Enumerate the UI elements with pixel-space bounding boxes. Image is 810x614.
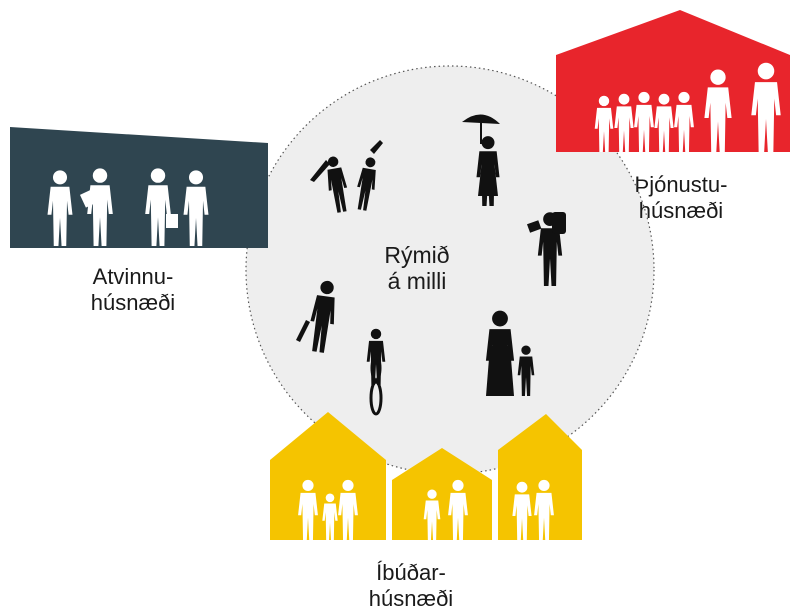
cyclist-icon xyxy=(366,328,386,416)
mother-and-child-icon xyxy=(485,310,535,396)
woman-with-umbrella-icon xyxy=(462,114,500,206)
work-zone-label: Atvinnu- húsnæði xyxy=(58,264,208,316)
service-zone-label-line2: húsnæði xyxy=(638,198,724,223)
runner-icon xyxy=(296,279,340,354)
work-building xyxy=(10,127,268,248)
service-zone-label: Þjónustu- húsnæði xyxy=(606,172,756,224)
service-building xyxy=(556,10,790,153)
service-zone-label-line1: Þjónustu- xyxy=(634,172,728,197)
dancing-couple-icon xyxy=(310,140,383,214)
shared-space-label-line2: á milli xyxy=(387,268,447,294)
work-zone-label-line2: húsnæði xyxy=(90,290,176,315)
shared-space-label: Rýmið á milli xyxy=(352,242,482,294)
hiker-with-map-icon xyxy=(526,212,566,286)
housing-zone-label-line2: húsnæði xyxy=(368,586,454,611)
housing-zone-label: Íbúðar- húsnæði xyxy=(336,560,486,612)
people-group-icon xyxy=(47,168,209,246)
house-middle xyxy=(392,448,492,540)
work-zone-label-line1: Atvinnu- xyxy=(92,264,174,289)
housing-zone-label-line1: Íbúðar- xyxy=(376,560,446,585)
housing-buildings xyxy=(270,412,582,540)
shared-space-label-line1: Rýmið xyxy=(384,242,450,268)
